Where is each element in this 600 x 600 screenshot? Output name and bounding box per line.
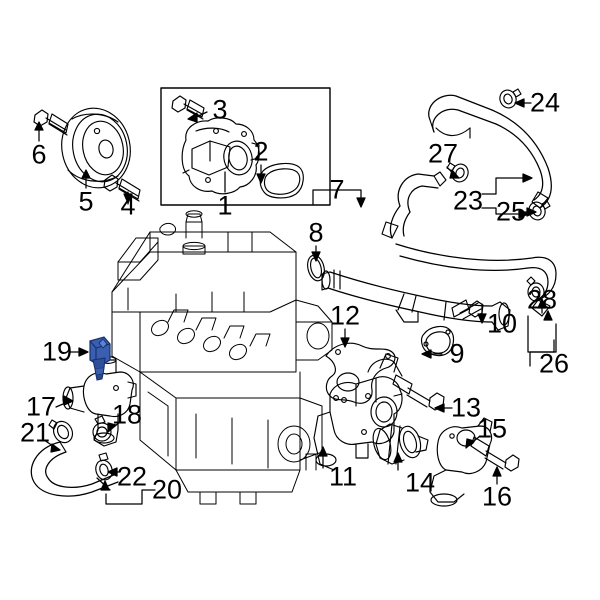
callout-number-15: 15: [476, 413, 508, 444]
callout-number-13: 13: [450, 392, 482, 423]
callout-number-5: 5: [78, 186, 94, 217]
callout-number-7: 7: [329, 174, 345, 205]
callout-number-12: 12: [329, 300, 361, 331]
callout-number-8: 8: [308, 217, 324, 248]
callout-number-27: 27: [427, 138, 459, 169]
callout-number-19: 19: [41, 336, 73, 367]
part-gasket-9: [421, 325, 455, 357]
part-gasket-12: [325, 342, 396, 404]
callout-number-9: 9: [449, 338, 465, 369]
part-clamp-21: [48, 419, 74, 444]
part-clamp-28: [526, 276, 545, 302]
part-bolt-6: [33, 109, 69, 136]
callout-number-10: 10: [486, 308, 518, 339]
callout-number-17: 17: [25, 391, 57, 422]
part-water-outlet-15: [429, 417, 493, 507]
part-clamp-24: [499, 88, 522, 109]
callout-number-21: 21: [19, 417, 51, 448]
callout-number-28: 28: [526, 284, 558, 315]
callout-number-6: 6: [31, 139, 47, 170]
part-highlighted-sensor-19: [89, 336, 111, 381]
callout-number-11: 11: [328, 461, 358, 492]
callout-number-3: 3: [212, 94, 228, 125]
part-gasket-2: [259, 162, 304, 199]
callout-number-20: 20: [151, 474, 183, 505]
part-bolt-10: [451, 299, 484, 320]
part-clamp-18: [92, 415, 112, 442]
part-hose-lower-left-20: [30, 441, 119, 497]
callout-number-4: 4: [120, 190, 136, 221]
part-hose-upper-b: [381, 171, 447, 239]
callout-number-24: 24: [529, 87, 561, 118]
callout-number-22: 22: [116, 461, 148, 492]
callout-number-16: 16: [481, 481, 513, 512]
part-clamp-22: [95, 452, 113, 481]
callout-number-14: 14: [404, 467, 436, 498]
callout-number-18: 18: [111, 399, 143, 430]
part-hose-lower-right-26: [395, 243, 557, 317]
callout-number-26: 26: [538, 348, 570, 379]
part-thermostat-14: [372, 423, 429, 465]
part-bolt-16: [470, 436, 520, 472]
part-engine-block: [111, 210, 333, 505]
callout-number-25: 25: [495, 196, 527, 227]
callout-number-2: 2: [253, 136, 269, 167]
callout-number-1: 1: [217, 190, 233, 221]
callout-leaders: [34, 98, 557, 505]
linework-group: [30, 87, 557, 507]
callout-number-23: 23: [452, 185, 484, 216]
part-water-pump-1: [181, 117, 260, 195]
